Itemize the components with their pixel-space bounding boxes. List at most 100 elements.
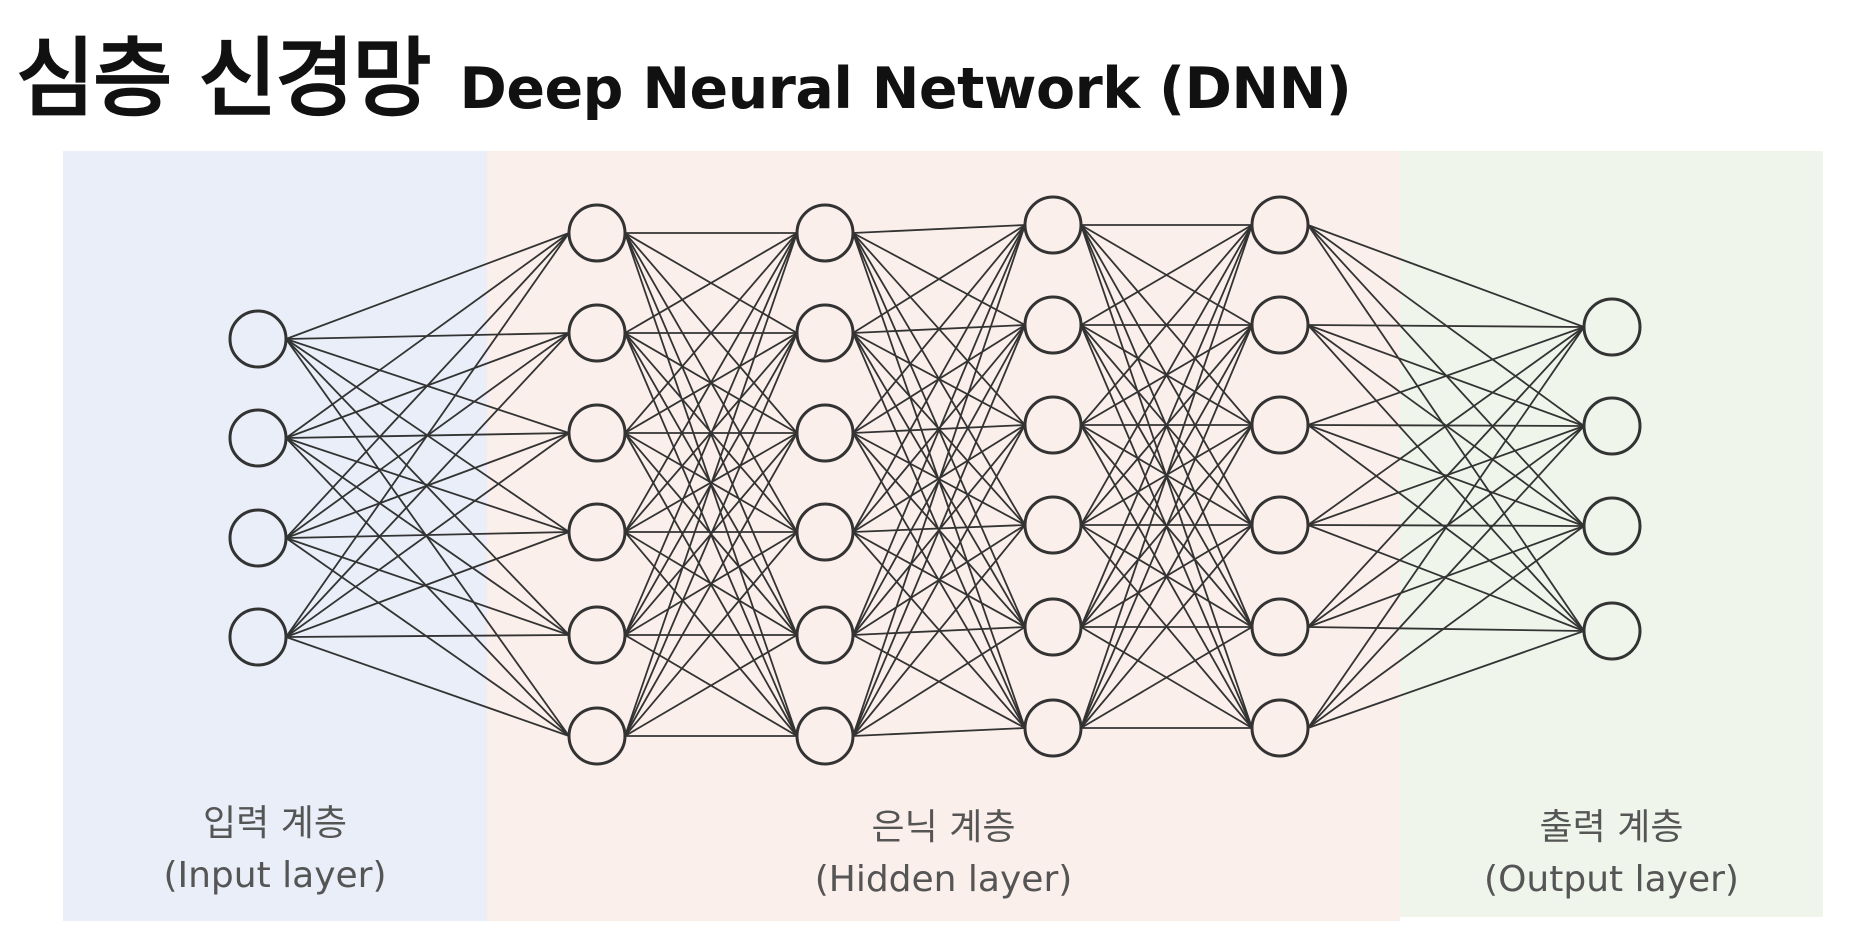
connection-line xyxy=(1080,224,1253,526)
connection-line xyxy=(624,332,798,737)
output-neuron xyxy=(1582,601,1642,661)
connection-line xyxy=(852,224,1026,636)
connection-line xyxy=(852,224,1026,737)
connection-line xyxy=(852,524,1026,737)
connection-line xyxy=(852,224,1026,533)
hidden-layer-label-en: (Hidden layer) xyxy=(814,859,1073,900)
hidden-layer-label: 은닉 계층 (Hidden layer) xyxy=(487,802,1400,906)
hidden-neuron xyxy=(567,203,627,263)
hidden-neuron xyxy=(1250,295,1310,355)
hidden-neuron xyxy=(795,403,855,463)
connection-line xyxy=(285,437,570,636)
connection-line xyxy=(1307,324,1585,328)
hidden-layer-label-ko: 은닉 계층 xyxy=(871,807,1016,848)
input-neuron xyxy=(228,408,288,468)
output-neuron xyxy=(1582,496,1642,556)
input-layer-label-ko: 입력 계층 xyxy=(203,803,347,844)
connection-line xyxy=(1307,224,1585,632)
connection-line xyxy=(852,626,1026,737)
connection-line xyxy=(1080,224,1253,326)
connection-line xyxy=(285,636,570,737)
connection-line xyxy=(1080,224,1253,729)
connection-line xyxy=(1307,326,1585,526)
output-layer-label: 출력 계층 (Output layer) xyxy=(1400,802,1823,906)
connection-line xyxy=(852,224,1026,434)
connection-line xyxy=(1307,224,1585,328)
title-korean: 심층 신경망 xyxy=(16,29,432,129)
hidden-neuron xyxy=(1023,597,1083,657)
hidden-neuron xyxy=(795,706,855,766)
connection-line xyxy=(852,224,1026,234)
connection-line xyxy=(285,332,570,638)
neuron-nodes xyxy=(228,195,1642,766)
input-neuron xyxy=(228,309,288,369)
title-english: Deep Neural Network (DNN) xyxy=(459,56,1352,122)
connection-line xyxy=(1080,626,1253,729)
connection-line xyxy=(624,232,798,636)
connection-line xyxy=(285,432,570,638)
connection-line xyxy=(1307,326,1585,729)
connection-line xyxy=(285,338,570,636)
connection-line xyxy=(624,232,798,334)
connection-line xyxy=(624,531,798,737)
connection-line xyxy=(1080,224,1253,628)
hidden-neuron xyxy=(567,502,627,562)
connection-line xyxy=(852,324,1026,737)
hidden-neuron xyxy=(567,303,627,363)
input-layer-label: 입력 계층 (Input layer) xyxy=(63,798,487,902)
hidden-neuron xyxy=(1023,495,1083,555)
connection-line xyxy=(1307,630,1585,729)
connection-line xyxy=(285,232,570,439)
hidden-neuron xyxy=(1023,395,1083,455)
connection-line xyxy=(1307,626,1585,632)
connection-line xyxy=(1080,224,1253,426)
connection-line xyxy=(285,232,570,340)
hidden-neuron xyxy=(567,605,627,665)
connection-line xyxy=(1080,324,1253,729)
hidden-neuron xyxy=(1250,597,1310,657)
output-layer-panel xyxy=(1400,151,1823,917)
output-neuron xyxy=(1582,396,1642,456)
diagram-title: 심층 신경망 Deep Neural Network (DNN) xyxy=(16,8,1352,129)
output-neuron xyxy=(1582,297,1642,357)
connection-line xyxy=(1307,425,1585,729)
output-layer-label-en: (Output layer) xyxy=(1484,859,1739,900)
hidden-neuron xyxy=(795,303,855,363)
hidden-neuron xyxy=(795,605,855,665)
hidden-neuron xyxy=(567,403,627,463)
hidden-neuron xyxy=(795,502,855,562)
hidden-neuron xyxy=(567,706,627,766)
connection-line xyxy=(852,424,1026,737)
connection-lines xyxy=(285,224,1585,737)
connection-line xyxy=(285,531,570,638)
input-neuron xyxy=(228,607,288,667)
hidden-neuron xyxy=(795,203,855,263)
connection-line xyxy=(852,224,1026,334)
connection-line xyxy=(624,232,798,533)
connection-line xyxy=(285,537,570,636)
hidden-neuron xyxy=(1250,395,1310,455)
connection-line xyxy=(1307,326,1585,628)
hidden-neuron xyxy=(1023,295,1083,355)
connection-line xyxy=(624,232,798,737)
output-layer-label-ko: 출력 계층 xyxy=(1539,807,1684,848)
hidden-neuron xyxy=(1250,698,1310,758)
connection-line xyxy=(624,634,798,737)
connection-line xyxy=(1080,524,1253,729)
connection-line xyxy=(1307,425,1585,526)
connection-line xyxy=(285,232,570,539)
connection-line xyxy=(1080,424,1253,729)
hidden-neuron xyxy=(1250,495,1310,555)
input-neuron xyxy=(228,508,288,568)
connection-line xyxy=(624,232,798,434)
connection-line xyxy=(852,727,1026,737)
connection-line xyxy=(624,432,798,737)
hidden-neuron xyxy=(1023,698,1083,758)
hidden-neuron xyxy=(1250,195,1310,255)
connection-line xyxy=(1307,525,1585,729)
connection-line xyxy=(285,232,570,638)
connection-line xyxy=(285,634,570,638)
connection-line xyxy=(1307,326,1585,426)
input-layer-label-en: (Input layer) xyxy=(163,855,387,896)
